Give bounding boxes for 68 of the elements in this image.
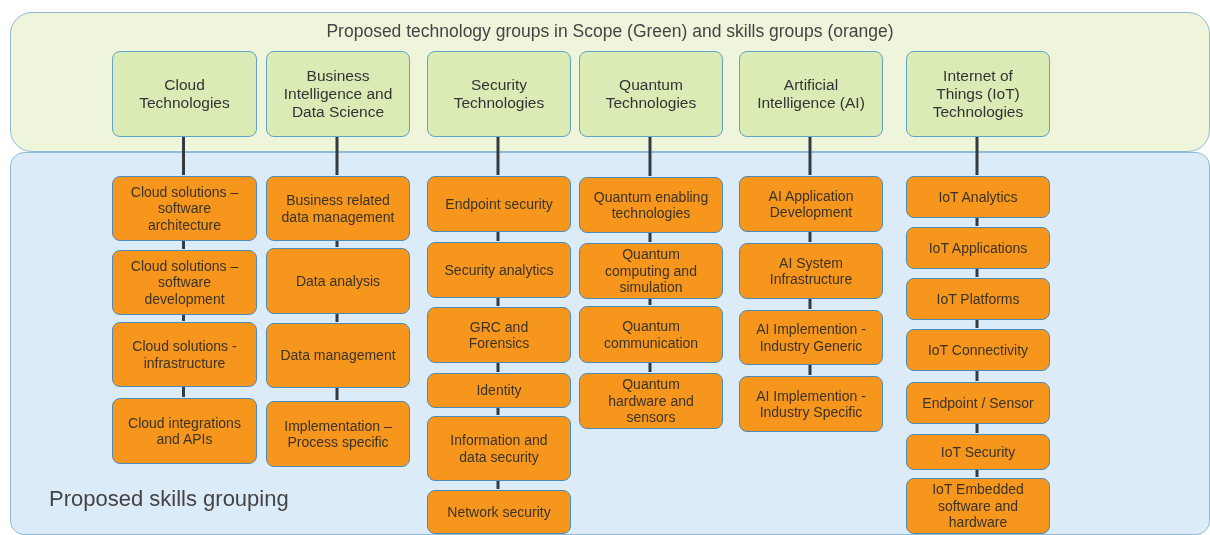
connector-line xyxy=(648,362,652,372)
band-heading: Proposed skills grouping xyxy=(49,486,289,512)
connector-line xyxy=(496,407,500,415)
connector-line xyxy=(975,319,979,328)
skill-box: AI Implemention - Industry Generic xyxy=(739,310,883,365)
skill-box: Data management xyxy=(266,323,410,388)
skill-box: IoT Connectivity xyxy=(906,329,1050,371)
connector-line xyxy=(335,313,339,322)
skill-box: Security analytics xyxy=(427,242,571,298)
skill-box: Quantum hardware and sensors xyxy=(579,373,723,429)
technology-group-box: Security Technologies xyxy=(427,51,571,137)
skill-box: Quantum computing and simulation xyxy=(579,243,723,299)
band-heading: Proposed technology groups in Scope (Green) and skills groups (orange) xyxy=(326,21,894,42)
group-band xyxy=(10,12,1210,152)
skill-box: Quantum communication xyxy=(579,306,723,363)
skill-box: GRC and Forensics xyxy=(427,307,571,363)
technology-group-box: Internet of Things (IoT) Technologies xyxy=(906,51,1050,137)
connector-line xyxy=(496,231,500,241)
group-band xyxy=(10,152,1210,535)
connector-line xyxy=(975,268,979,277)
connector-line xyxy=(496,362,500,372)
skill-box: Cloud solutions - infrastructure xyxy=(112,322,257,387)
technology-group-box: Business Intelligence and Data Science xyxy=(266,51,410,137)
connector-line xyxy=(496,136,500,175)
technology-group-box: Artificial Intelligence (AI) xyxy=(739,51,883,137)
connector-line xyxy=(975,370,979,381)
connector-line xyxy=(648,298,652,305)
connector-line xyxy=(975,217,979,226)
skill-box: Endpoint / Sensor xyxy=(906,382,1050,424)
connector-line xyxy=(808,364,812,375)
connector-line xyxy=(648,232,652,242)
connector-line xyxy=(975,423,979,433)
connector-line xyxy=(335,240,339,247)
skill-box: Cloud solutions – software development xyxy=(112,250,257,315)
connector-line xyxy=(182,136,185,175)
connector-line xyxy=(182,386,185,397)
skill-box: Information and data security xyxy=(427,416,571,481)
skill-box: IoT Applications xyxy=(906,227,1050,269)
skill-box: Endpoint security xyxy=(427,176,571,232)
connector-line xyxy=(335,136,339,175)
skill-box: AI System Infrastructure xyxy=(739,243,883,299)
connector-line xyxy=(496,480,500,489)
skill-box: Quantum enabling technologies xyxy=(579,177,723,233)
skill-box: IoT Analytics xyxy=(906,176,1050,218)
skill-box: Cloud integrations and APIs xyxy=(112,398,257,464)
skill-box: AI Application Development xyxy=(739,176,883,232)
connector-line xyxy=(182,314,185,321)
skill-box: AI Implemention - Industry Specific xyxy=(739,376,883,432)
skill-box: IoT Embedded software and hardware xyxy=(906,478,1050,534)
skill-box: IoT Platforms xyxy=(906,278,1050,320)
connector-line xyxy=(975,469,979,477)
connector-line xyxy=(648,136,652,176)
skill-box: IoT Security xyxy=(906,434,1050,470)
technology-group-box: Quantum Technologies xyxy=(579,51,723,137)
connector-line xyxy=(808,136,812,175)
skill-box: Business related data management xyxy=(266,176,410,241)
skill-box: Identity xyxy=(427,373,571,408)
connector-line xyxy=(975,136,979,175)
technology-group-box: Cloud Technologies xyxy=(112,51,257,137)
skill-box: Implementation – Process specific xyxy=(266,401,410,467)
connector-line xyxy=(335,387,339,400)
skill-box: Network security xyxy=(427,490,571,534)
connector-line xyxy=(808,231,812,242)
connector-line xyxy=(496,297,500,306)
connector-line xyxy=(182,240,185,249)
connector-line xyxy=(808,298,812,309)
skill-box: Data analysis xyxy=(266,248,410,314)
skill-box: Cloud solutions – software architecture xyxy=(112,176,257,241)
